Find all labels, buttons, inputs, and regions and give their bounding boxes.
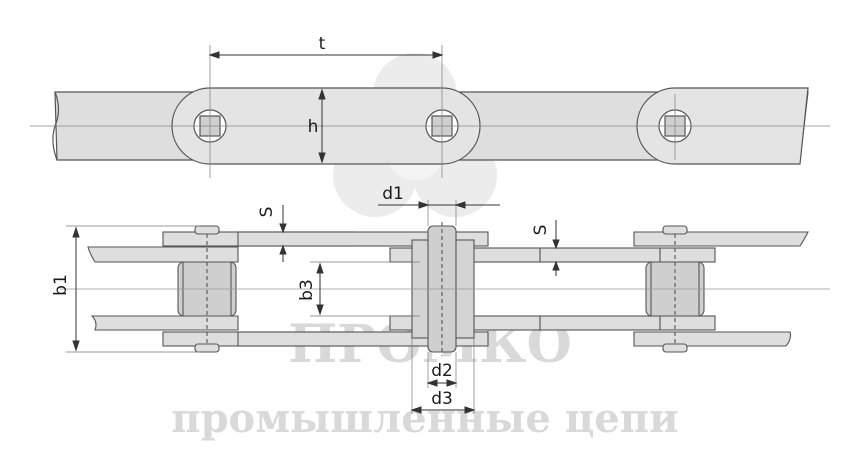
right-link-top xyxy=(659,247,716,263)
left-bar-bottom xyxy=(90,315,239,331)
dim-t xyxy=(208,51,444,59)
right-bar-top xyxy=(539,247,661,263)
right-link-bottom xyxy=(659,315,716,331)
label-b1: b1 xyxy=(51,274,71,296)
left-pin-head-top xyxy=(194,225,220,235)
right-pin-head-bottom xyxy=(662,343,688,353)
chain-side-view xyxy=(87,222,809,356)
dim-s-left xyxy=(279,205,287,262)
right-bar-bottom xyxy=(539,315,661,331)
label-b3: b3 xyxy=(297,279,317,301)
right-plate-bottom xyxy=(633,331,792,347)
dim-h xyxy=(318,88,326,164)
left-bar-top xyxy=(87,246,239,263)
dim-d1 xyxy=(378,201,500,209)
right-plate-top xyxy=(633,231,809,247)
watermark-tagline: промышленные цепи xyxy=(171,395,678,442)
label-s-left: S xyxy=(257,207,277,218)
label-s-right: S xyxy=(531,225,551,236)
label-d2: d2 xyxy=(431,361,453,381)
dim-d3 xyxy=(410,406,476,414)
side-extension-lines xyxy=(66,200,475,414)
left-pin-head-bottom xyxy=(194,343,220,353)
dim-d2 xyxy=(426,379,458,387)
right-pin-head-top xyxy=(662,225,688,235)
dim-s-right xyxy=(552,220,560,276)
dim-b1 xyxy=(72,226,80,352)
label-d1: d1 xyxy=(382,184,404,204)
label-t: t xyxy=(319,34,326,54)
label-d3: d3 xyxy=(431,389,453,409)
label-h: h xyxy=(308,117,319,137)
dim-b3 xyxy=(316,262,324,316)
top-centre-lines xyxy=(30,45,830,178)
